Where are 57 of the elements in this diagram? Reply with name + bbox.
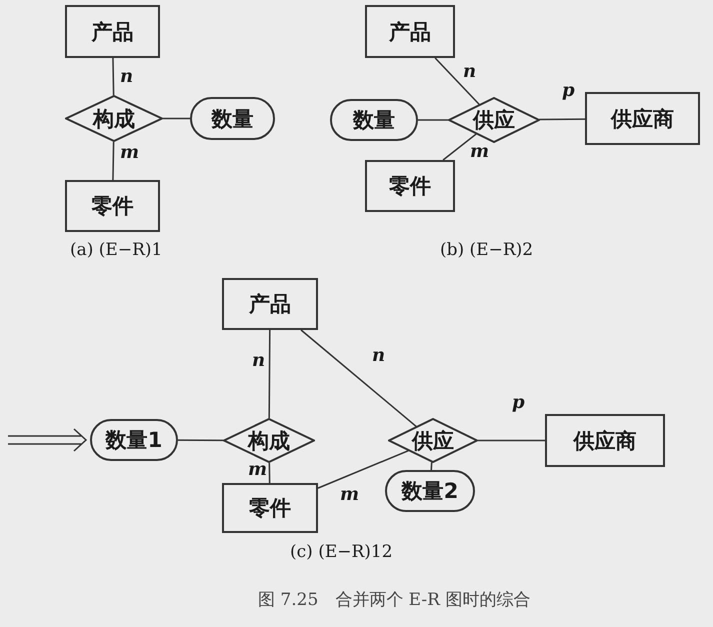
node-label: 零件 — [92, 193, 134, 220]
entity-box — [585, 92, 700, 145]
cardinality-label: m — [120, 142, 140, 163]
cardinality-label: n — [120, 66, 134, 87]
cardinality-label: m — [248, 459, 268, 480]
cardinality-label: p — [512, 392, 525, 413]
cardinality-label: m — [340, 484, 360, 505]
node-label: 零件 — [249, 495, 291, 522]
relationship-diamond — [223, 418, 315, 463]
connector-line — [268, 330, 271, 418]
node-label: 产品 — [389, 18, 431, 46]
connector-line — [112, 58, 114, 96]
double-arrow — [7, 428, 88, 452]
subfigure-caption: (b) (E−R)2 — [440, 240, 534, 260]
node-label: 零件 — [389, 173, 431, 200]
connector-line — [442, 133, 477, 161]
node-label: 产品 — [249, 291, 291, 318]
node-label: 数量 — [212, 106, 254, 132]
node-label: 数量1 — [106, 427, 162, 454]
connector-line — [430, 462, 432, 470]
subfigure-caption: (a) (E−R)1 — [70, 240, 162, 260]
connector-line — [112, 142, 114, 180]
node-label: 构成 — [93, 106, 135, 132]
entity-box — [365, 160, 455, 212]
cardinality-label: n — [372, 345, 386, 366]
relationship-diamond — [448, 97, 540, 143]
connector-line — [478, 440, 545, 442]
subfigure-caption: (c) (E−R)12 — [290, 542, 393, 562]
cardinality-label: m — [470, 141, 490, 162]
entity-box — [65, 180, 160, 232]
entity-box — [222, 278, 318, 330]
connector-line — [434, 57, 480, 105]
relationship-diamond — [388, 418, 478, 463]
node-label: 数量 — [353, 107, 395, 134]
connector-line — [300, 329, 417, 427]
node-label: 供应 — [473, 107, 515, 134]
node-label: 供应商 — [574, 428, 636, 454]
entity-box — [545, 414, 665, 467]
node-label: 供应商 — [611, 106, 674, 132]
figure-caption: 图 7.25 合并两个 E-R 图时的综合 — [258, 589, 530, 611]
connector-line — [539, 118, 585, 120]
node-label: 供应 — [412, 428, 454, 454]
node-label: 数量2 — [402, 478, 458, 505]
connector-line — [163, 118, 190, 120]
connector-line — [318, 450, 409, 489]
entity-box — [65, 5, 160, 58]
node-label: 构成 — [248, 428, 290, 454]
relationship-diamond — [65, 95, 163, 142]
connector-line — [178, 439, 224, 442]
connector-line — [418, 119, 448, 121]
cardinality-label: n — [463, 61, 476, 82]
entity-box — [365, 5, 455, 58]
cardinality-label: p — [562, 80, 575, 101]
cardinality-label: n — [252, 350, 266, 371]
entity-box — [222, 483, 318, 533]
connector-line — [268, 462, 270, 484]
node-label: 产品 — [92, 18, 134, 46]
